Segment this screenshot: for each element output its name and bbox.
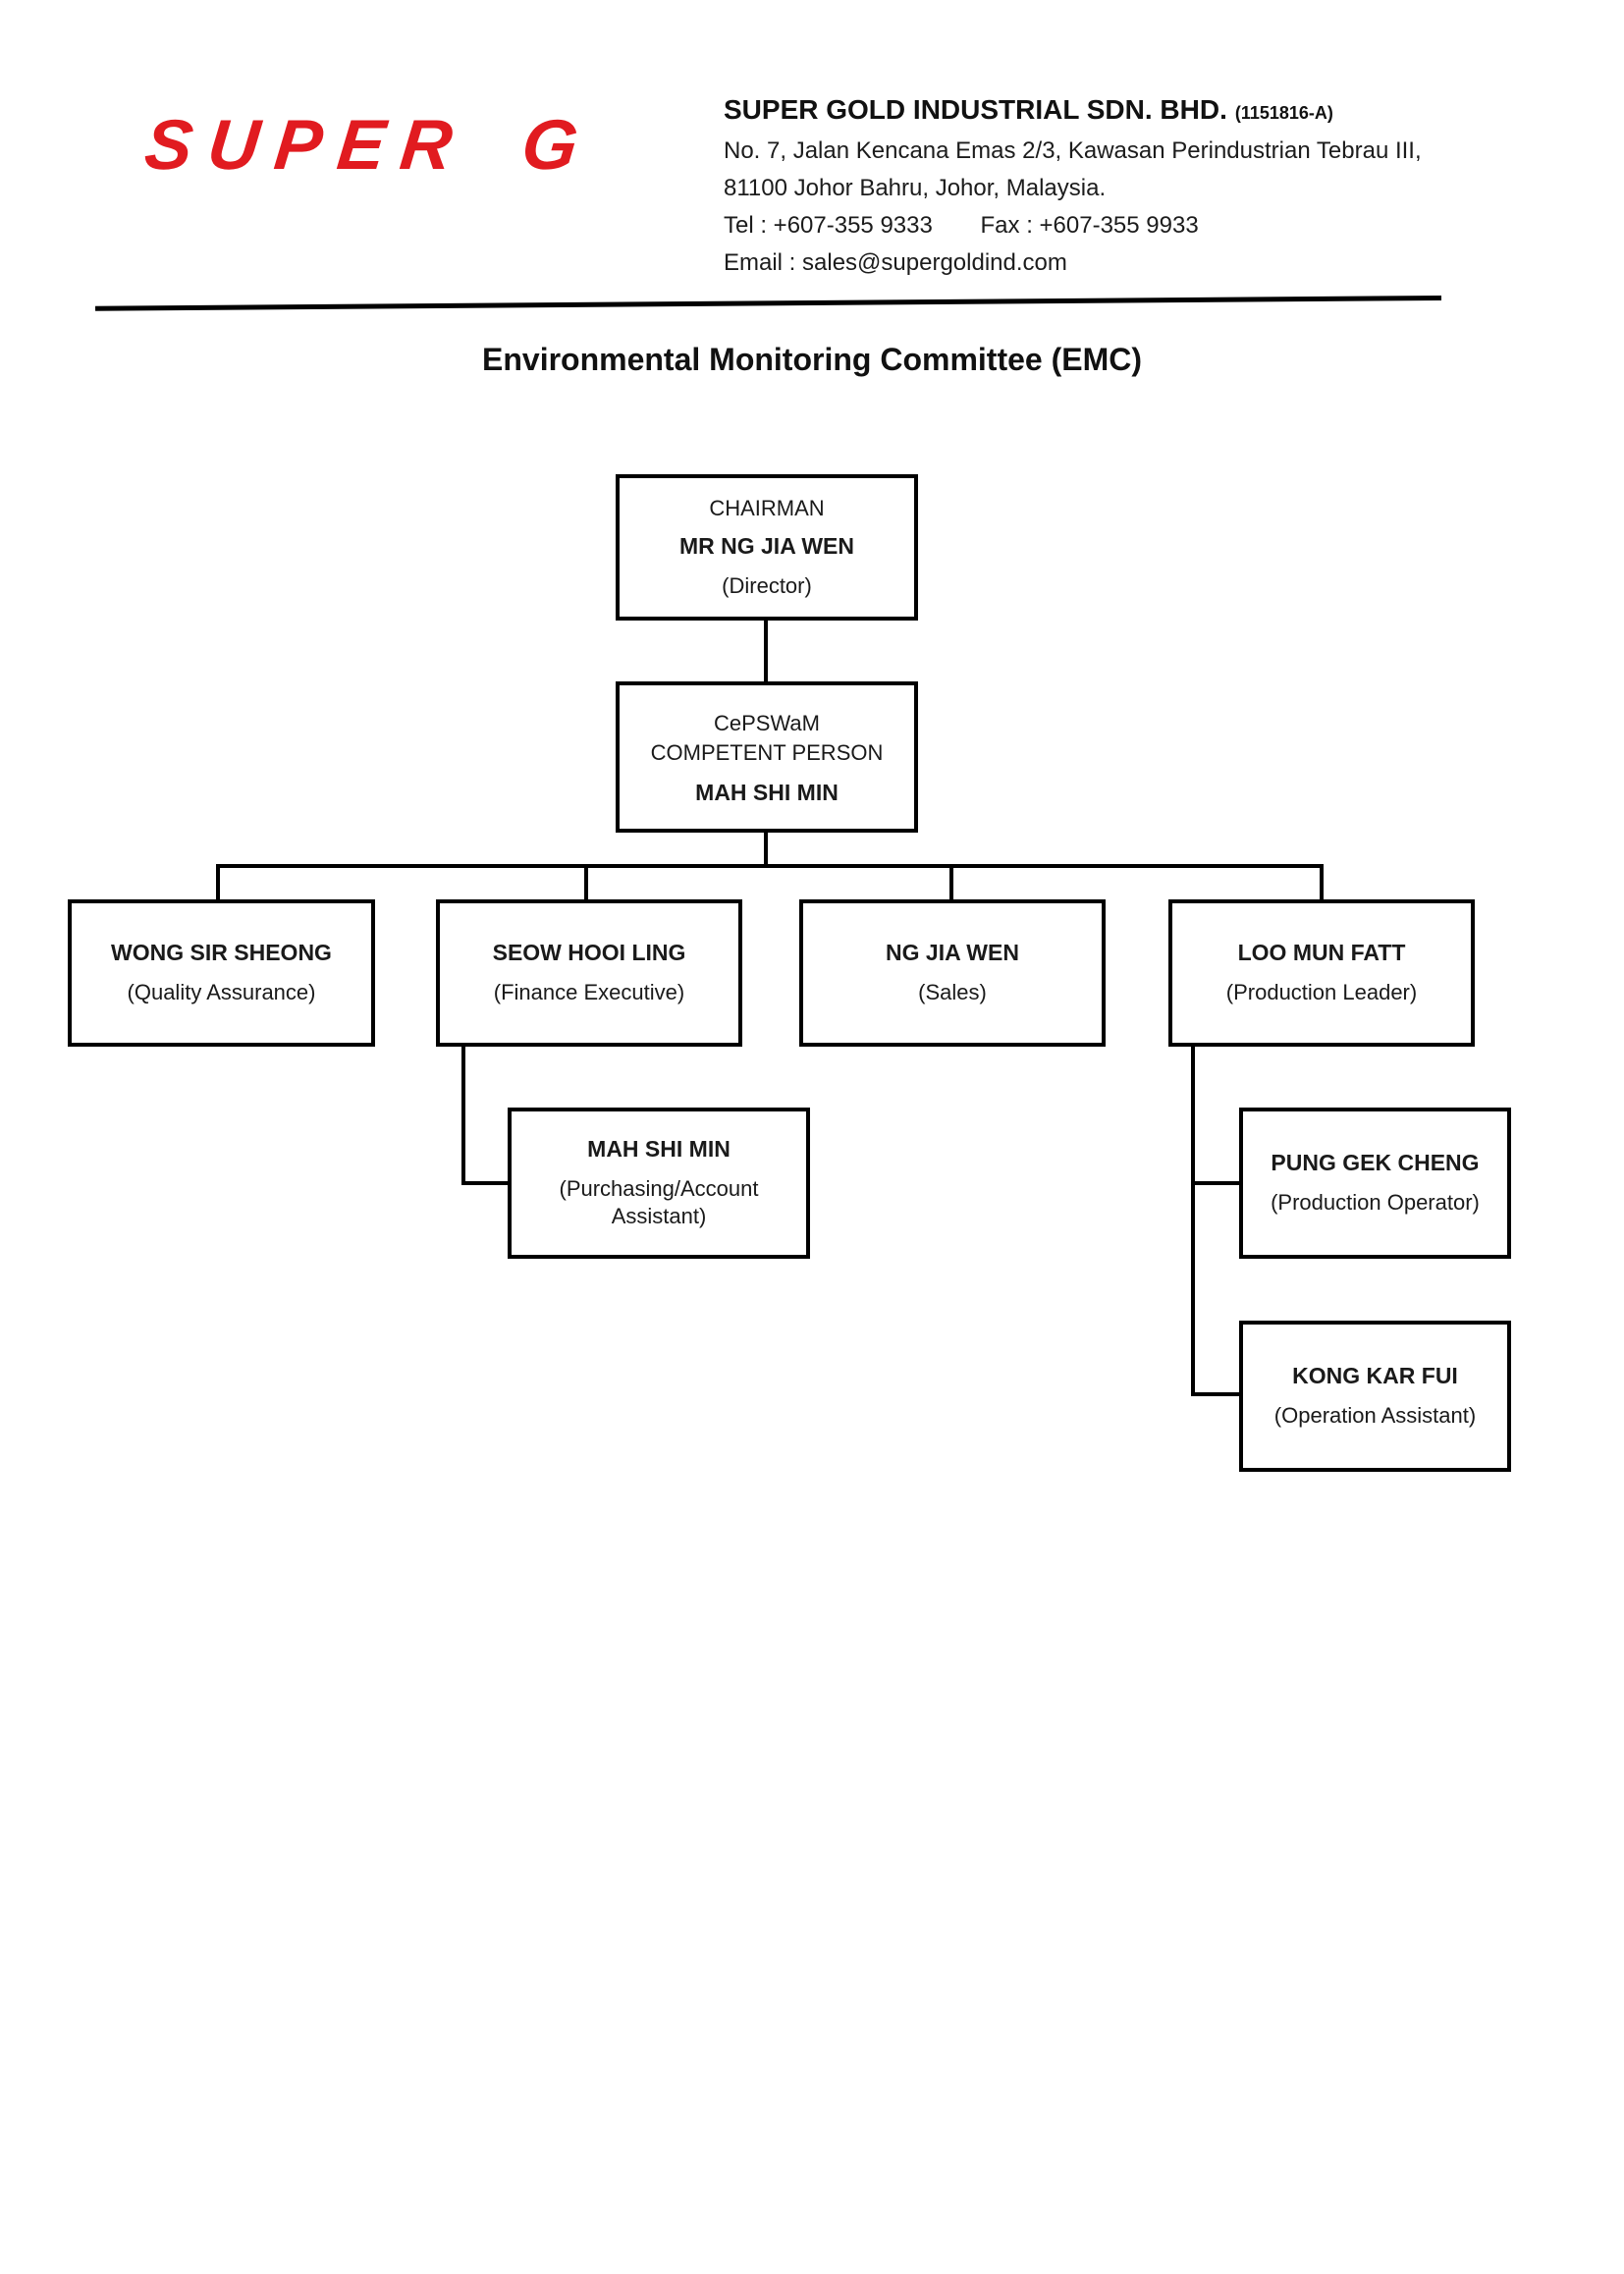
address-line-1: No. 7, Jalan Kencana Emas 2/3, Kawasan P…: [724, 137, 1422, 164]
chairman-title: CHAIRMAN: [709, 495, 825, 520]
competent-person-title: CePSWaM COMPETENT PERSON: [650, 710, 884, 765]
connector-to-prod-operator: [1191, 1181, 1239, 1185]
connector-chairman-to-competent: [764, 621, 768, 681]
company-logo: SUPER G: [140, 106, 598, 185]
email-line: Email : sales@supergoldind.com: [724, 249, 1067, 276]
qa-role: (Quality Assurance): [127, 980, 316, 1004]
letterhead: SUPER GOLD INDUSTRIAL SDN. BHD. (1151816-…: [724, 90, 1422, 282]
fax-number: Fax : +607-355 9933: [980, 212, 1199, 239]
chairman-role: (Director): [722, 572, 812, 598]
connector-stub-finance: [584, 864, 588, 899]
connector-competent-down: [764, 833, 768, 868]
connector-stub-production: [1320, 864, 1324, 899]
connector-to-op-assistant: [1191, 1392, 1239, 1396]
finance-name: SEOW HOOI LING: [492, 940, 686, 965]
finance-role: (Finance Executive): [493, 980, 685, 1004]
production-role: (Production Leader): [1225, 980, 1418, 1004]
connector-stub-qa: [216, 864, 220, 899]
sales-name: NG JIA WEN: [886, 940, 1019, 965]
org-node-quality-assurance: WONG SIR SHEONG (Quality Assurance): [68, 899, 375, 1047]
op-assistant-name: KONG KAR FUI: [1292, 1363, 1458, 1388]
company-name: SUPER GOLD INDUSTRIAL SDN. BHD.: [724, 94, 1227, 125]
page-title: Environmental Monitoring Committee (EMC): [482, 342, 1142, 377]
connector-finance-down: [461, 1047, 465, 1185]
tel-number: Tel : +607-355 9333: [724, 212, 933, 239]
prod-operator-name: PUNG GEK CHENG: [1271, 1150, 1480, 1175]
chairman-name: MR NG JIA WEN: [678, 532, 855, 559]
purchasing-role: (Purchasing/Account Assistant): [559, 1176, 759, 1228]
op-assistant-role: (Operation Assistant): [1273, 1403, 1477, 1428]
org-node-production-operator: PUNG GEK CHENG (Production Operator): [1239, 1108, 1511, 1259]
purchasing-name: MAH SHI MIN: [587, 1136, 731, 1162]
sales-role: (Sales): [918, 980, 987, 1004]
org-node-purchasing-assistant: MAH SHI MIN (Purchasing/Account Assistan…: [508, 1108, 810, 1259]
connector-main-horizontal: [216, 864, 1324, 868]
org-node-chairman: CHAIRMAN MR NG JIA WEN (Director): [616, 474, 918, 621]
prod-operator-role: (Production Operator): [1271, 1190, 1480, 1215]
org-node-sales: NG JIA WEN (Sales): [799, 899, 1106, 1047]
competent-person-name: MAH SHI MIN: [695, 779, 839, 805]
connector-to-purchasing: [461, 1181, 508, 1185]
production-name: LOO MUN FATT: [1237, 940, 1406, 965]
connector-stub-sales: [949, 864, 953, 899]
letterhead-divider-line: [95, 296, 1442, 311]
org-node-production-leader: LOO MUN FATT (Production Leader): [1168, 899, 1475, 1047]
org-node-competent-person: CePSWaM COMPETENT PERSON MAH SHI MIN: [616, 681, 918, 833]
tel-fax-line: Tel : +607-355 9333 Fax : +607-355 9933: [724, 207, 1422, 244]
org-node-finance-executive: SEOW HOOI LING (Finance Executive): [436, 899, 742, 1047]
connector-production-down: [1191, 1047, 1195, 1396]
company-name-line: SUPER GOLD INDUSTRIAL SDN. BHD. (1151816-…: [724, 90, 1422, 133]
address-line-2: 81100 Johor Bahru, Johor, Malaysia.: [724, 175, 1107, 201]
company-registration-number: (1151816-A): [1234, 103, 1333, 123]
org-node-operation-assistant: KONG KAR FUI (Operation Assistant): [1239, 1321, 1511, 1472]
logo-letter: G: [517, 106, 598, 185]
logo-word: SUPER: [140, 106, 472, 185]
qa-name: WONG SIR SHEONG: [111, 940, 332, 965]
